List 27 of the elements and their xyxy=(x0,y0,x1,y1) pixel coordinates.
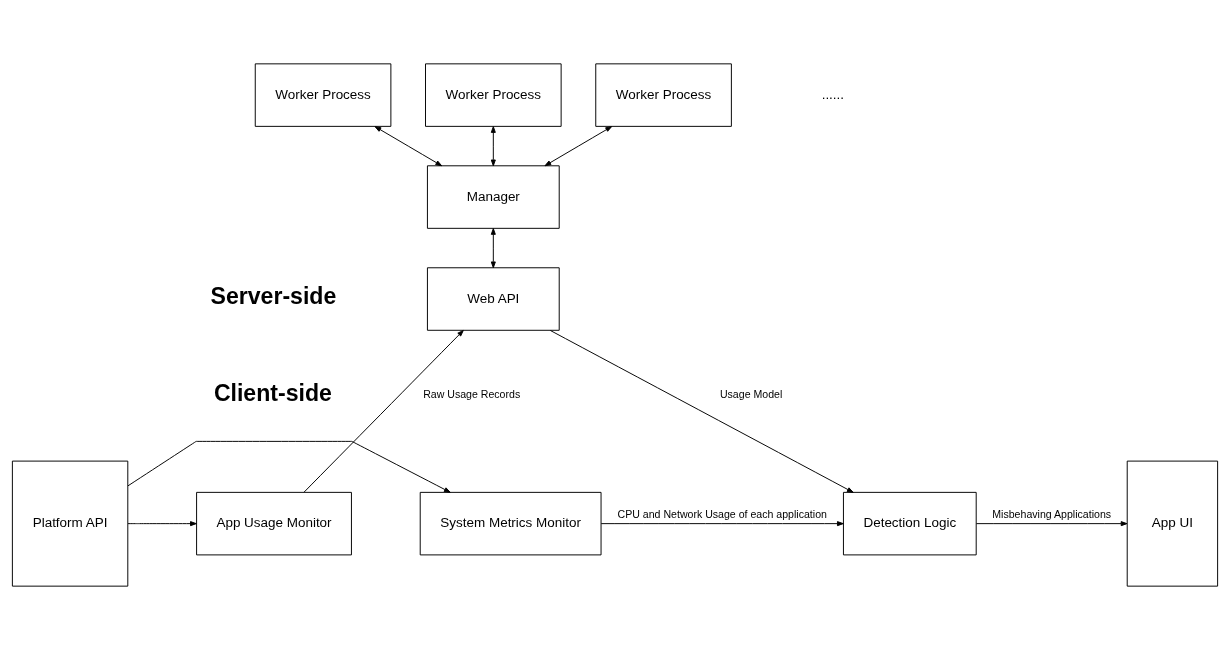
arrow xyxy=(490,126,496,167)
arrow xyxy=(600,521,844,527)
node-box: Manager xyxy=(426,165,560,229)
arrow xyxy=(490,228,496,269)
node-box: Web API xyxy=(426,267,560,331)
arrow xyxy=(975,521,1128,527)
node-box: Detection Logic xyxy=(842,491,977,556)
edge-label: Usage Model xyxy=(719,388,783,401)
arrow xyxy=(544,126,613,167)
edge-label: Raw Usage Records xyxy=(423,388,521,401)
arrow xyxy=(549,330,854,493)
node-box: Platform API xyxy=(11,460,129,587)
node-box: System Metrics Monitor xyxy=(419,491,602,556)
node-box: Worker Process xyxy=(595,63,732,127)
edge-label: CPU and Network Usage of each application xyxy=(617,507,827,520)
node-box: App Usage Monitor xyxy=(196,491,352,556)
arrow xyxy=(303,330,464,493)
edge-label: Misbehaving Applications xyxy=(992,507,1112,520)
node-box: Worker Process xyxy=(425,63,562,127)
arrow xyxy=(127,521,197,527)
arrow xyxy=(127,440,451,493)
label: Client-side xyxy=(213,379,332,406)
label: ...... xyxy=(821,86,845,102)
node-box: App UI xyxy=(1126,460,1219,587)
node-box: Worker Process xyxy=(254,63,392,127)
arrow xyxy=(374,126,443,167)
label: Server-side xyxy=(210,283,337,310)
